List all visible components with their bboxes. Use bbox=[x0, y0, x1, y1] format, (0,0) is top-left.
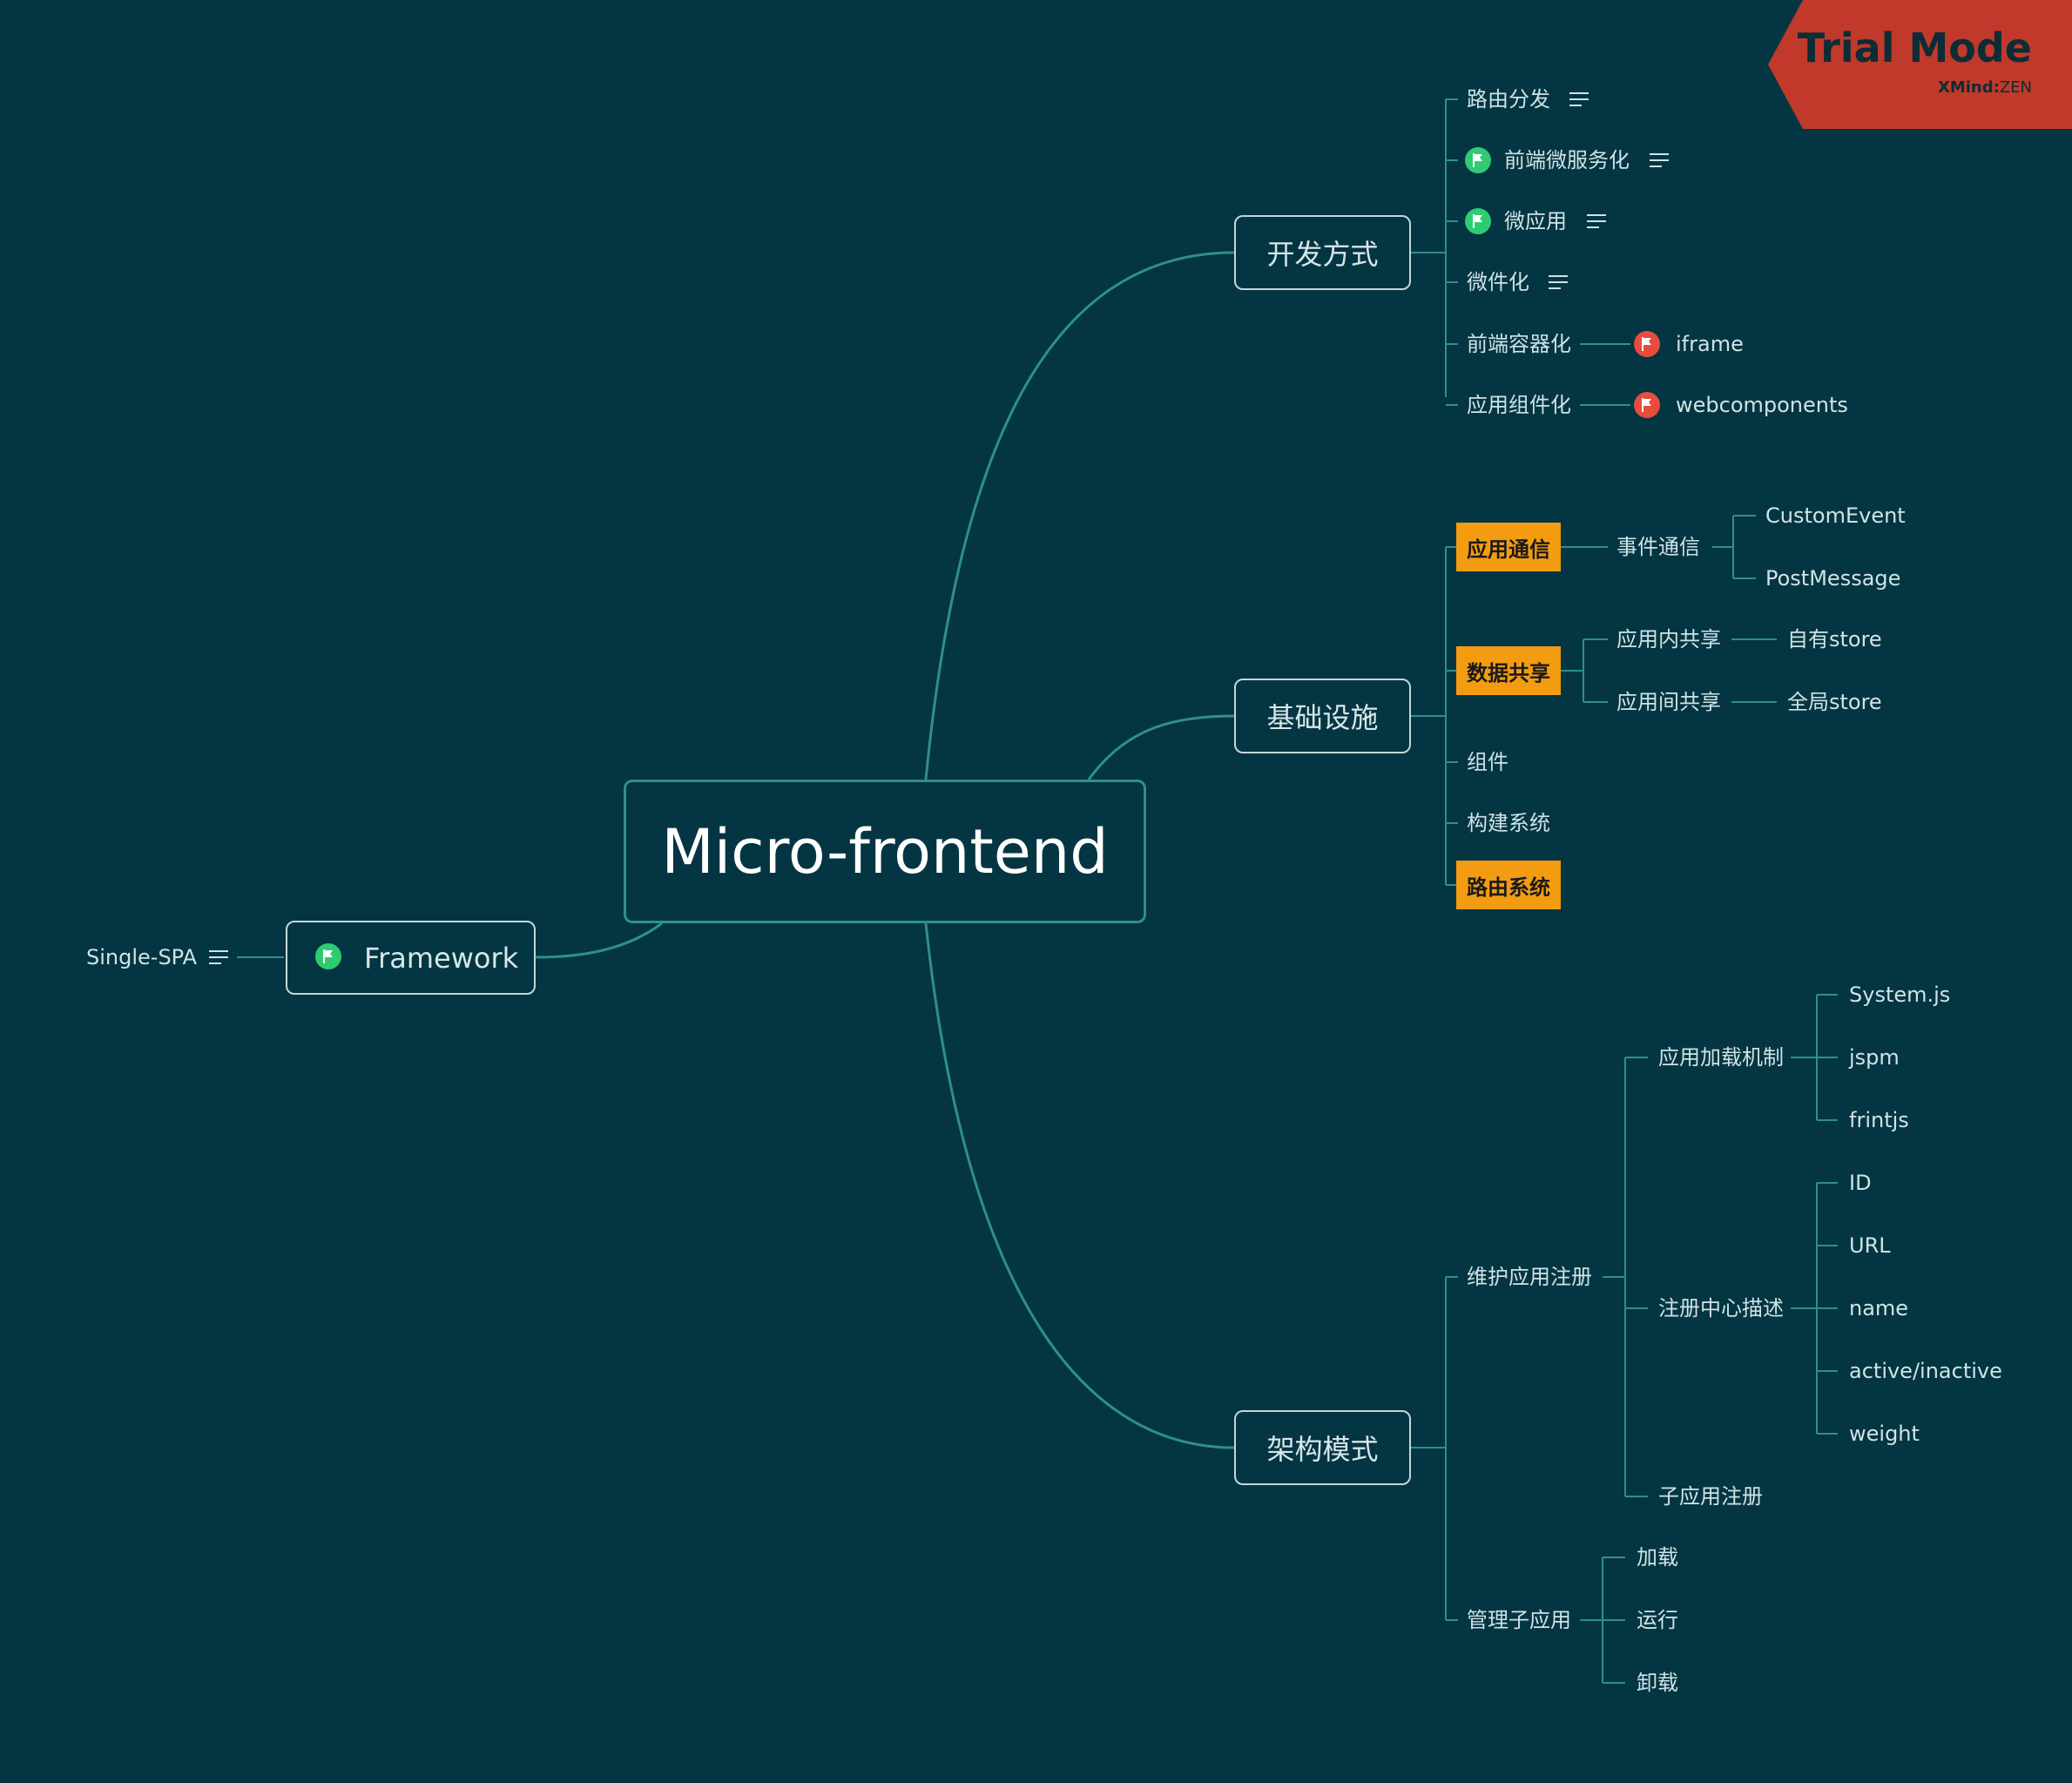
topic-label: 架构模式 bbox=[1266, 1433, 1379, 1466]
app-loading-mechanism[interactable]: 应用加载机制 bbox=[1658, 1045, 1784, 1070]
leaf-customevent[interactable]: CustomEvent bbox=[1765, 503, 1906, 528]
arch-item-maintain-registry[interactable]: 维护应用注册 bbox=[1467, 1265, 1592, 1289]
single-spa[interactable]: Single-SPA bbox=[86, 945, 198, 969]
notes-icon[interactable] bbox=[1549, 275, 1568, 289]
dev-item-widget[interactable]: 微件化 bbox=[1467, 270, 1529, 294]
topic-architecture[interactable]: 架构模式 bbox=[1234, 1410, 1411, 1485]
leaf-run[interactable]: 运行 bbox=[1637, 1608, 1678, 1632]
trial-mode-banner[interactable]: Trial Mode XMind:ZEN bbox=[1768, 0, 2072, 129]
root-topic[interactable]: Micro-frontend bbox=[624, 780, 1146, 923]
leaf-url[interactable]: URL bbox=[1849, 1233, 1891, 1258]
leaf-weight[interactable]: weight bbox=[1849, 1422, 1920, 1446]
infra-item-components[interactable]: 组件 bbox=[1467, 750, 1508, 774]
root-topic-label: Micro-frontend bbox=[661, 815, 1109, 888]
leaf-id[interactable]: ID bbox=[1849, 1171, 1872, 1195]
notes-icon[interactable] bbox=[1650, 153, 1669, 167]
brand-name: XMind bbox=[1937, 78, 1994, 97]
leaf-own-store[interactable]: 自有store bbox=[1787, 627, 1882, 652]
leaf-postmessage[interactable]: PostMessage bbox=[1765, 566, 1901, 591]
topic-infrastructure[interactable]: 基础设施 bbox=[1234, 679, 1411, 753]
leaf-active-inactive[interactable]: active/inactive bbox=[1849, 1359, 2002, 1383]
red-flag-icon bbox=[1634, 331, 1660, 357]
topic-label: 开发方式 bbox=[1266, 238, 1379, 271]
leaf-load[interactable]: 加载 bbox=[1637, 1545, 1678, 1570]
notes-icon[interactable] bbox=[1569, 92, 1589, 106]
leaf-jspm[interactable]: jspm bbox=[1849, 1045, 1900, 1070]
infra-item-routing-system[interactable]: 路由系统 bbox=[1456, 861, 1561, 909]
share-in-app[interactable]: 应用内共享 bbox=[1616, 627, 1721, 652]
topic-framework[interactable]: Framework bbox=[286, 921, 536, 995]
red-flag-icon bbox=[1634, 392, 1660, 418]
leaf-name[interactable]: name bbox=[1849, 1296, 1909, 1320]
infra-item-data-sharing[interactable]: 数据共享 bbox=[1456, 646, 1561, 695]
leaf-iframe[interactable]: iframe bbox=[1676, 332, 1744, 356]
dev-item-componentize[interactable]: 应用组件化 bbox=[1467, 393, 1571, 417]
topic-label: 基础设施 bbox=[1266, 701, 1379, 734]
trial-mode-title: Trial Mode bbox=[1797, 24, 2032, 71]
event-communication[interactable]: 事件通信 bbox=[1616, 535, 1700, 559]
arch-item-manage-sub-apps[interactable]: 管理子应用 bbox=[1467, 1608, 1571, 1632]
leaf-frintjs[interactable]: frintjs bbox=[1849, 1108, 1909, 1132]
registry-description[interactable]: 注册中心描述 bbox=[1658, 1296, 1784, 1320]
leaf-unload[interactable]: 卸载 bbox=[1637, 1671, 1678, 1695]
green-flag-icon bbox=[315, 943, 341, 969]
infra-item-build-system[interactable]: 构建系统 bbox=[1467, 811, 1550, 835]
sub-app-registry[interactable]: 子应用注册 bbox=[1658, 1484, 1763, 1509]
share-between-apps[interactable]: 应用间共享 bbox=[1616, 690, 1721, 714]
xmind-brand: XMind:ZEN bbox=[1937, 78, 2032, 97]
leaf-global-store[interactable]: 全局store bbox=[1787, 690, 1882, 714]
leaf-webcomponents[interactable]: webcomponents bbox=[1676, 393, 1848, 417]
dev-item-container[interactable]: 前端容器化 bbox=[1467, 332, 1571, 356]
dev-item-route-distribution[interactable]: 路由分发 bbox=[1467, 87, 1550, 111]
topic-dev-methods[interactable]: 开发方式 bbox=[1234, 215, 1411, 290]
notes-icon[interactable] bbox=[1587, 214, 1606, 228]
topic-label: Framework bbox=[364, 941, 519, 975]
green-flag-icon bbox=[1465, 147, 1491, 173]
infra-item-app-communication[interactable]: 应用通信 bbox=[1456, 523, 1561, 571]
notes-icon[interactable] bbox=[209, 950, 228, 964]
dev-item-microservice[interactable]: 前端微服务化 bbox=[1504, 148, 1630, 172]
leaf-systemjs[interactable]: System.js bbox=[1849, 983, 1951, 1007]
green-flag-icon bbox=[1465, 208, 1491, 234]
dev-item-micro-app[interactable]: 微应用 bbox=[1504, 209, 1567, 233]
brand-suffix: ZEN bbox=[1999, 78, 2032, 97]
